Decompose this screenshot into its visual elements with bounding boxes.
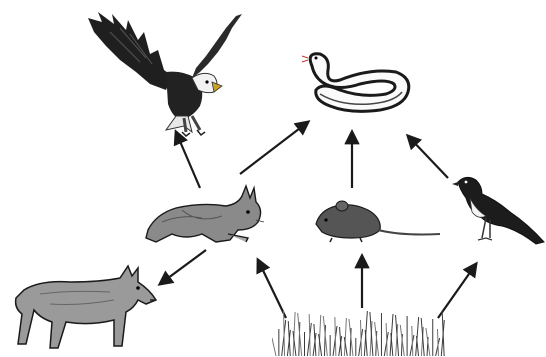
- snake-icon: [300, 44, 418, 126]
- arrow-bird-to-snake: [408, 136, 448, 178]
- arrow-rabbit-to-wolf: [160, 250, 206, 284]
- wolf-icon: [10, 260, 160, 354]
- eagle-icon: [80, 6, 250, 141]
- arrow-rabbit-to-snake: [240, 122, 308, 174]
- bird-icon: [452, 172, 546, 252]
- mouse-icon: [312, 196, 442, 244]
- grass-icon: [272, 306, 450, 356]
- rabbit-icon: [142, 184, 268, 250]
